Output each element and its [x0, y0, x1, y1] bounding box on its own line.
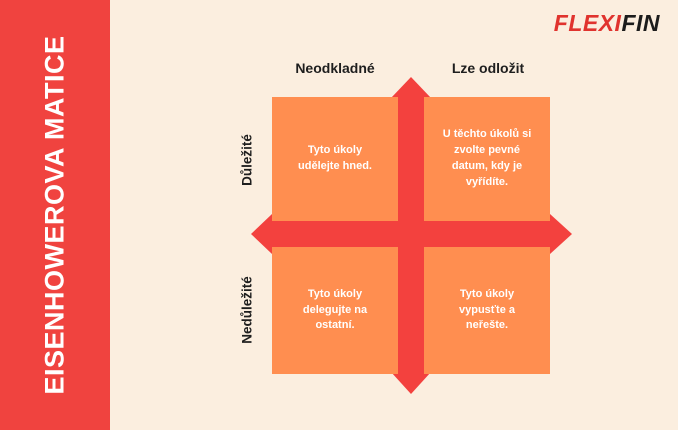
quadrant-do: Tyto úkoly udělejte hned. [272, 97, 398, 221]
quadrant-do-text: Tyto úkoly udělejte hned. [298, 144, 372, 172]
flexifin-logo: FLEXIFIN [554, 10, 660, 37]
quadrant-delegate: Tyto úkoly delegujte na ostatní. [272, 247, 398, 374]
quadrant-schedule: U těchto úkolů si zvolte pevné datum, kd… [424, 97, 550, 221]
column-header-not-urgent: Lze odložit [451, 60, 525, 76]
quadrant-eliminate: Tyto úkoly vypusťte a neřešte. [424, 247, 550, 374]
sidebar-banner: EISENHOWEROVA MATICE [0, 0, 110, 430]
row-header-important: Důležité [239, 134, 255, 186]
down-arrowhead [391, 372, 431, 394]
column-header-urgent: Neodkladné [295, 60, 375, 76]
quadrant-schedule-text: U těchto úkolů si zvolte pevné datum, kd… [442, 128, 532, 188]
left-arrowhead [251, 214, 272, 254]
right-arrowhead [550, 214, 572, 254]
horizontal-arrow-shaft [270, 221, 552, 247]
quadrant-eliminate-text: Tyto úkoly vypusťte a neřešte. [458, 287, 515, 332]
quadrant-delegate-text: Tyto úkoly delegujte na ostatní. [302, 287, 368, 332]
logo-part-1: FLEXI [553, 10, 622, 36]
row-header-not-important: Nedůležité [239, 276, 255, 344]
up-arrowhead [391, 77, 431, 98]
logo-part-2: FIN [621, 10, 660, 36]
